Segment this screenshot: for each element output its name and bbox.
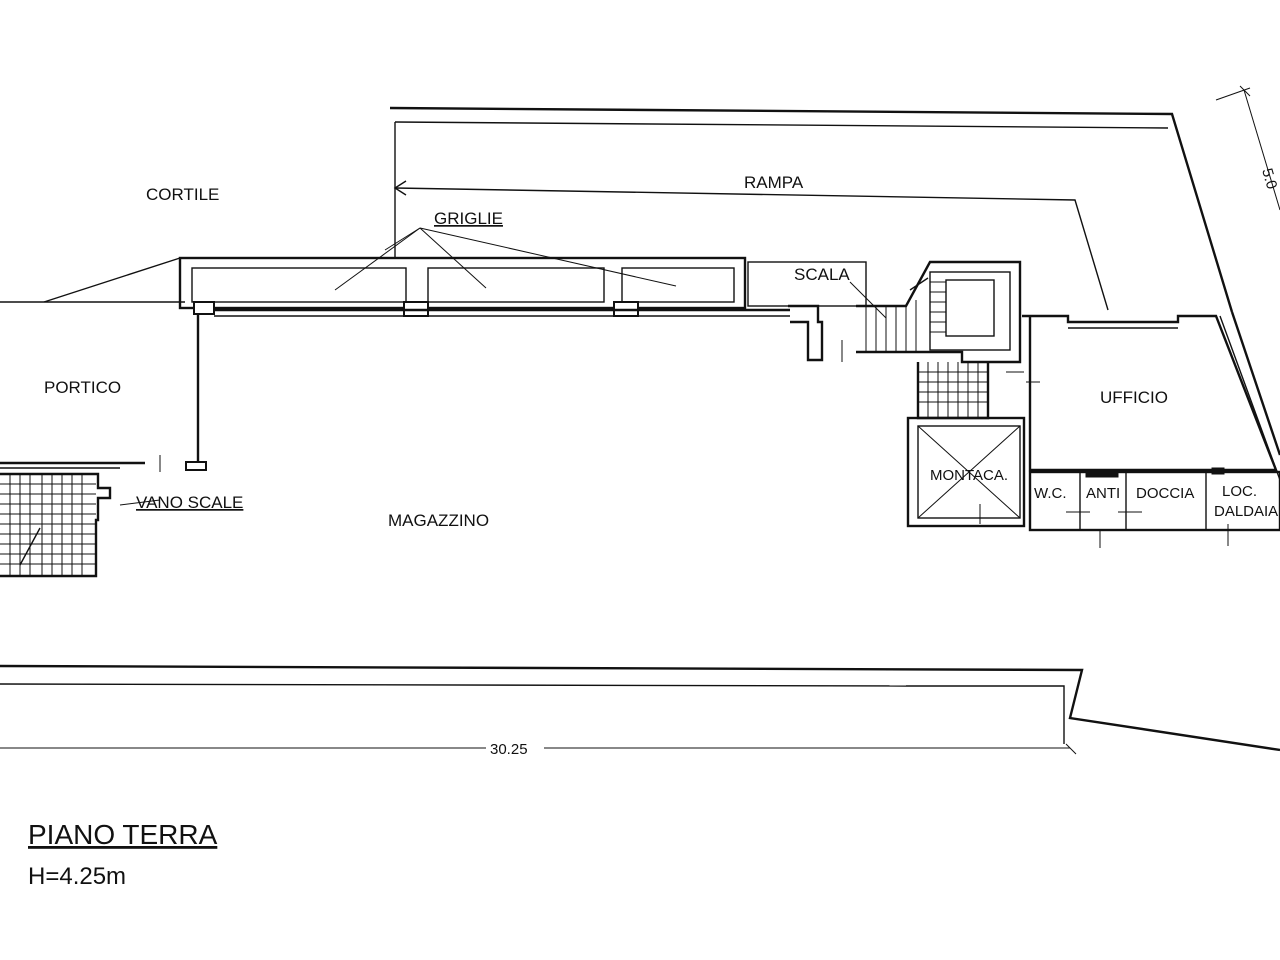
label-scala: SCALA — [794, 265, 850, 284]
label-ufficio: UFFICIO — [1100, 388, 1168, 407]
room-labels: CORTILE RAMPA GRIGLIE SCALA PORTICO UFFI… — [44, 166, 1280, 758]
label-loc: LOC. — [1222, 483, 1257, 500]
griglie-leaders — [334, 227, 677, 291]
label-montacarichi: MONTACA. — [930, 467, 1008, 484]
scala-core — [788, 260, 1024, 420]
dimension-line — [0, 743, 1077, 755]
plan-title: PIANO TERRA — [28, 819, 218, 850]
label-wc: W.C. — [1034, 485, 1067, 502]
label-rampa: RAMPA — [744, 173, 804, 192]
south-wall — [0, 664, 1280, 752]
label-vano-scale: VANO SCALE — [136, 493, 243, 512]
side-dimension — [1215, 85, 1280, 211]
title-block: PIANO TERRA H=4.25m — [28, 819, 218, 890]
label-griglie: GRIGLIE — [434, 209, 503, 228]
dimension-side: 5.0 — [1258, 166, 1280, 191]
services-row — [1028, 467, 1280, 548]
magazzino-west — [185, 314, 207, 471]
dimension-length: 30.25 — [490, 741, 528, 758]
griglie-strip — [178, 256, 867, 317]
plan-height: H=4.25m — [28, 863, 126, 890]
ufficio-room — [1022, 314, 1278, 472]
label-magazzino: MAGAZZINO — [388, 511, 489, 530]
rampa-arrow — [393, 180, 1109, 311]
label-doccia: DOCCIA — [1136, 485, 1194, 502]
label-portico: PORTICO — [44, 378, 121, 397]
label-anti: ANTI — [1086, 485, 1120, 502]
montacarichi-shaft — [906, 416, 1026, 528]
vano-scale — [0, 455, 161, 578]
label-cortile: CORTILE — [146, 185, 219, 204]
cortile-edge — [0, 257, 185, 303]
ramp-boundary — [389, 106, 1280, 481]
label-caldaia: DALDAIA — [1214, 503, 1278, 520]
